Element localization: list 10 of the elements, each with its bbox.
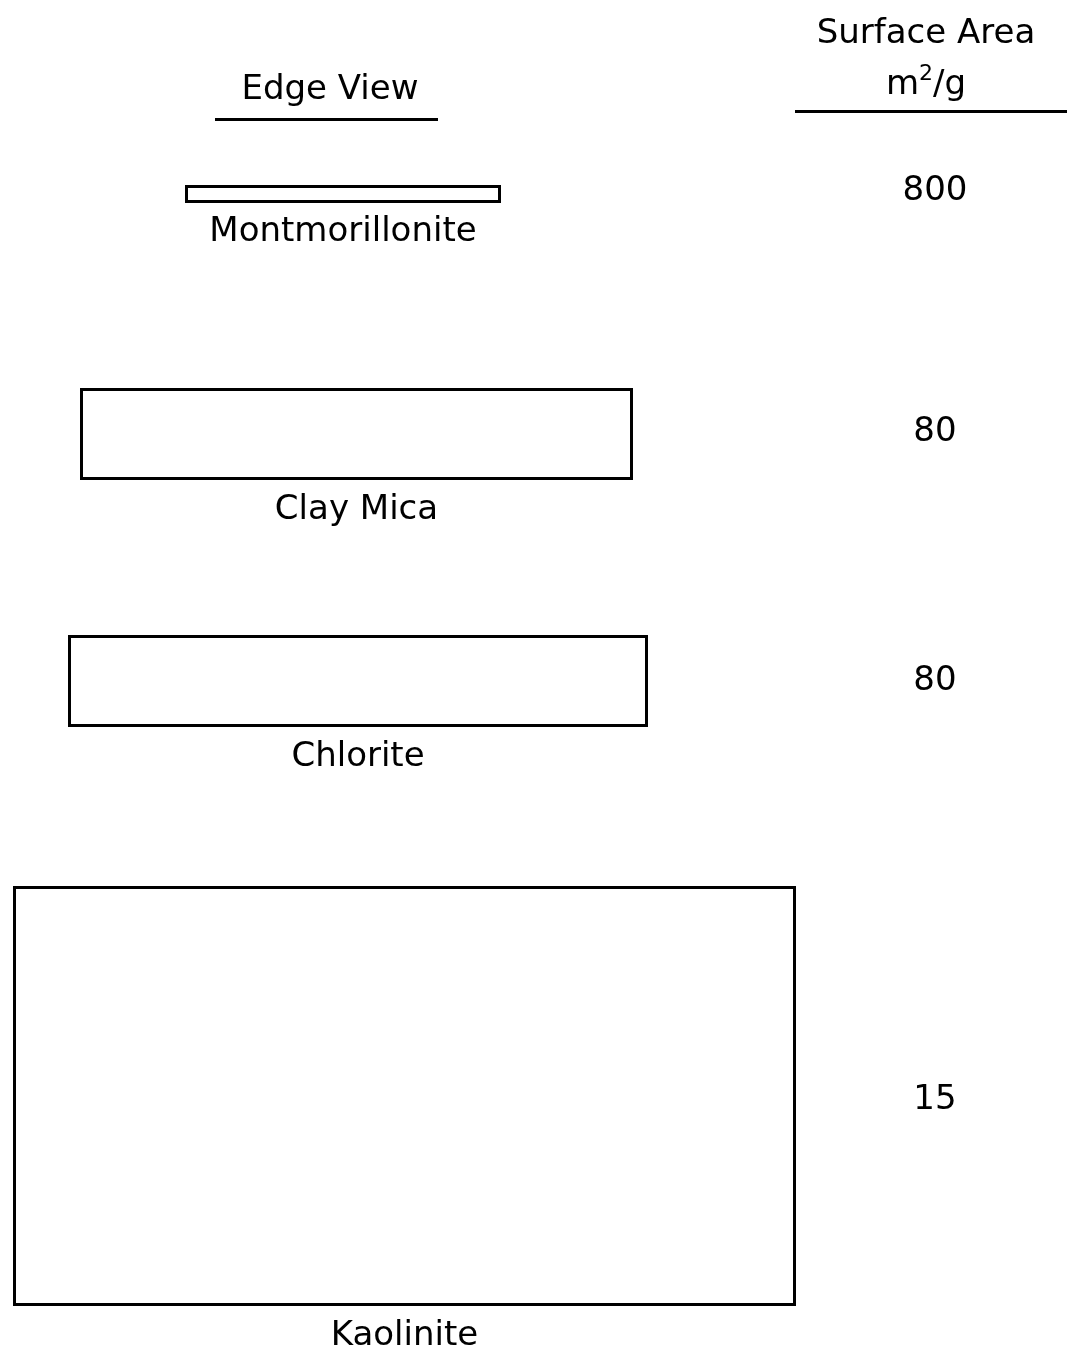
- column-heading: Edge View: [241, 66, 419, 109]
- surface-area-value: 800: [902, 167, 968, 210]
- mineral-name: Chlorite: [290, 737, 426, 771]
- surface-area-value: 80: [913, 657, 957, 700]
- mineral-name: Montmorillonite: [208, 212, 478, 246]
- mineral-name: Kaolinite: [329, 1316, 480, 1350]
- surface-area-value: 80: [913, 408, 957, 451]
- surface-area-value: 15: [913, 1076, 957, 1119]
- column-heading: Surface Area m$^{2}$/g: [815, 10, 1037, 104]
- mineral-name: Clay Mica: [273, 490, 440, 524]
